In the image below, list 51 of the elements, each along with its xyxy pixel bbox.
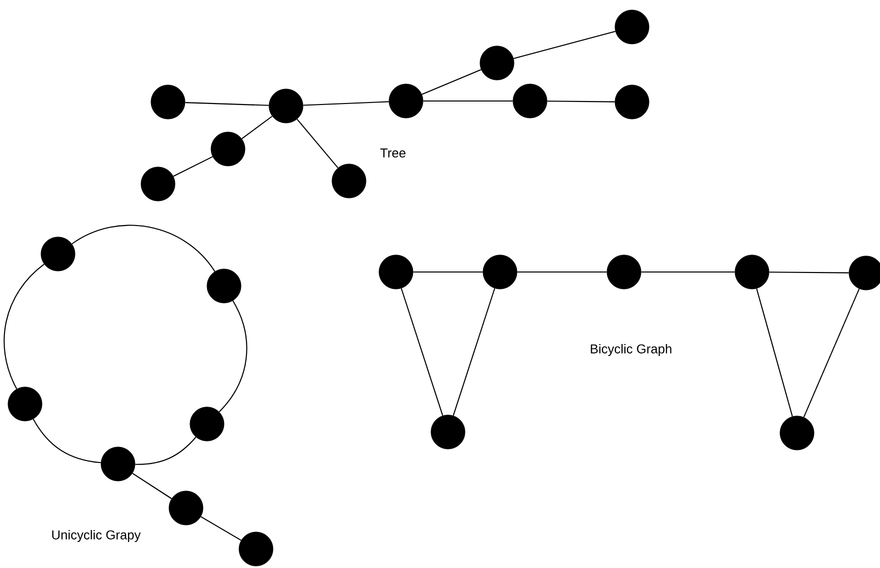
vertex-dot (480, 46, 514, 80)
vertex-dot (140, 166, 176, 202)
vertex-dot (206, 268, 242, 304)
cycle-arc (32, 418, 101, 464)
cycle-arc (218, 300, 248, 412)
connector-line (413, 271, 483, 273)
vertex-dot (430, 414, 466, 450)
connector-line (200, 516, 242, 541)
vertex-dot (238, 532, 274, 566)
vertex-dot (150, 84, 186, 120)
vertex-dot (210, 132, 246, 166)
graph-label: Unicyclic Grapy (52, 530, 141, 542)
connector-line (803, 288, 860, 418)
cycle-arc (135, 436, 196, 465)
vertex-dot (40, 236, 76, 272)
vertex-dot (168, 490, 204, 526)
connector-line (756, 288, 793, 417)
vertex-dot (848, 256, 880, 290)
connector-line (452, 288, 496, 416)
connector-line (132, 472, 172, 500)
vertex-dot (734, 254, 770, 290)
connector-line (641, 271, 735, 273)
connector-line (303, 101, 389, 106)
vertex-dot (378, 254, 414, 290)
vertex-dot (332, 164, 366, 198)
connector-line (185, 102, 269, 106)
vertex-dot (614, 10, 650, 44)
vertex-dot (512, 84, 548, 118)
connector-line (423, 100, 513, 102)
vertex-dot (268, 88, 304, 124)
vertex-dot (100, 446, 136, 482)
vertex-dot (482, 254, 518, 290)
connector-line (422, 69, 482, 95)
cycle-arc (4, 264, 44, 390)
vertex-dot (388, 84, 424, 118)
graph-label: Tree (380, 148, 406, 158)
vertex-dot (8, 386, 42, 422)
vertex-dot (606, 254, 642, 290)
connector-line (173, 156, 213, 177)
vertex-dot (780, 416, 814, 450)
connector-line (400, 288, 444, 416)
vertex-dot (614, 84, 650, 120)
connector-line (547, 100, 615, 102)
vertex-dot (190, 406, 224, 442)
graph-label: Bicyclic Graph (590, 344, 672, 356)
connector-line (242, 116, 272, 140)
cycle-arc (72, 224, 216, 272)
connector-line (517, 271, 607, 273)
connector-line (296, 118, 338, 168)
connector-line (514, 30, 616, 60)
connector-line (769, 272, 849, 274)
